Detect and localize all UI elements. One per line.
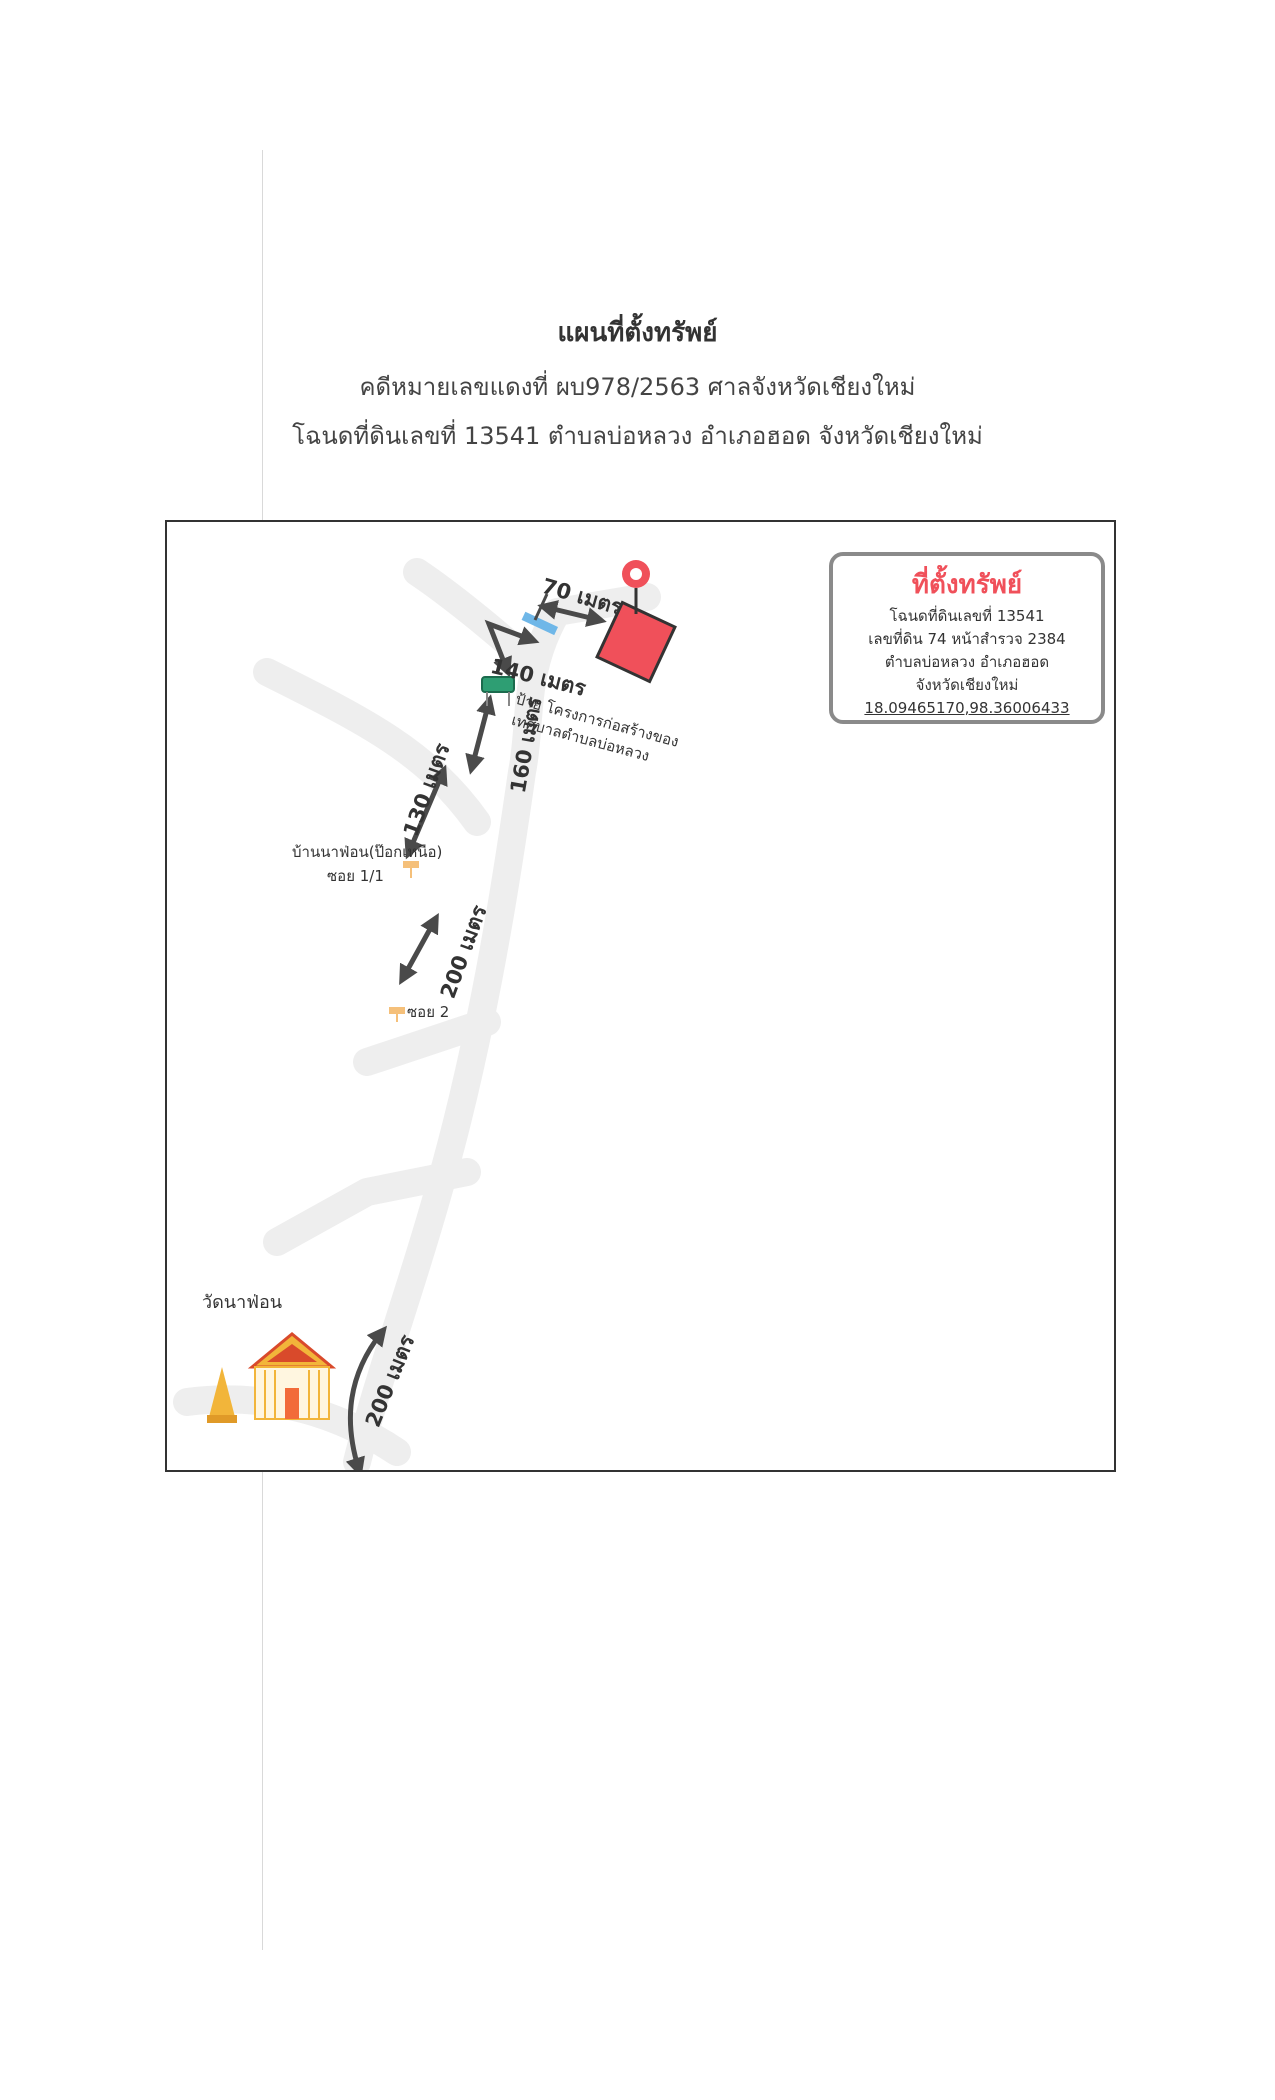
info-land-number: เลขที่ดิน 74 หน้าสำรวจ 2384 <box>868 630 1066 648</box>
arrow-70 <box>537 600 607 627</box>
property-info-box: ที่ตั้งทรัพย์ โฉนดที่ดินเลขที่ 13541 เลข… <box>829 552 1105 724</box>
soi-2-label: ซอย 2 <box>407 1003 450 1021</box>
info-subdistrict: ตำบลบ่อหลวง อำเภอฮอด <box>884 653 1050 671</box>
temple-icon <box>207 1332 337 1423</box>
arrow-140 <box>484 619 540 678</box>
road-soi-2 <box>263 1158 481 1256</box>
arrow-200-middle <box>399 912 439 986</box>
arrow-70-tick <box>533 593 549 621</box>
road-west-branch <box>253 658 491 836</box>
info-province: จังหวัดเชียงใหม่ <box>915 676 1019 694</box>
arrow-130 <box>404 764 448 860</box>
arrow-160 <box>465 694 496 775</box>
info-deed-number: โฉนดที่ดินเลขที่ 13541 <box>889 607 1045 625</box>
page-title: แผนที่ตั้งทรัพย์ <box>557 318 718 348</box>
location-pin-icon <box>622 560 650 614</box>
header: แผนที่ตั้งทรัพย์ คดีหมายเลขแดงที่ ผบ978/… <box>0 312 1275 465</box>
road-soi-1-1 <box>353 1008 501 1076</box>
location-map: ที่ตั้งทรัพย์ โฉนดที่ดินเลขที่ 13541 เลข… <box>165 520 1116 1472</box>
case-number-line: คดีหมายเลขแดงที่ ผบ978/2563 ศาลจังหวัดเช… <box>359 373 916 401</box>
map-graphics <box>173 558 677 1470</box>
info-coordinates: 18.09465170,98.36006433 <box>864 699 1070 717</box>
main-road <box>343 583 661 1470</box>
distance-arrows <box>345 600 607 1470</box>
soi-1-1-name-label: บ้านนาฟ่อน(ป๊อกเหนือ) <box>292 843 443 861</box>
arrow-200-south <box>345 1325 387 1470</box>
property-plot <box>595 600 677 684</box>
soi-1-1-label: ซอย 1/1 <box>327 867 384 885</box>
sign-icon <box>481 676 515 706</box>
soi-1-1-marker <box>403 861 419 878</box>
soi-2-marker <box>389 1007 405 1022</box>
temple-label: วัดนาฟ่อน <box>202 1292 283 1313</box>
deed-line: โฉนดที่ดินเลขที่ 13541 ตำบลบ่อหลวง อำเภอ… <box>292 422 983 450</box>
info-box-title: ที่ตั้งทรัพย์ <box>911 570 1023 600</box>
road-north-branch <box>403 558 543 676</box>
